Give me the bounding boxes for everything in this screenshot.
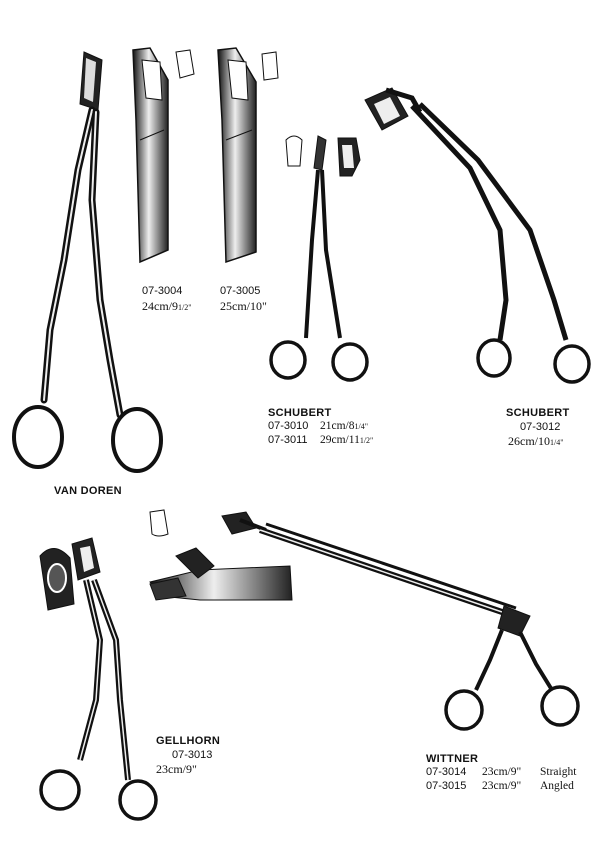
product-code: 07-3012 — [520, 421, 561, 433]
product-size: 25cm/10" — [220, 299, 267, 313]
schubert-forceps-long — [364, 87, 591, 384]
product-size: 24cm/91/2" — [142, 299, 192, 313]
product-3004: 07-3004 24cm/91/2" — [142, 284, 192, 315]
product-code: 07-3013 — [172, 749, 213, 761]
gellhorn-forceps — [39, 537, 158, 821]
product-size: 26cm/101/4" — [508, 434, 564, 448]
product-code: 07-3004 — [142, 285, 183, 297]
jaw-detail-3005 — [217, 47, 279, 264]
product-size: 23cm/9" — [156, 762, 197, 776]
schubert-title: SCHUBERT — [268, 407, 332, 419]
van-doren-title: VAN DOREN — [54, 485, 122, 497]
gellhorn-title: GELLHORN — [156, 735, 221, 747]
product-3005: 07-3005 25cm/10" — [220, 284, 267, 314]
product-code: 07-3005 — [220, 285, 261, 297]
schubert-title-2: SCHUBERT — [506, 407, 570, 419]
schubert-forceps-short — [269, 135, 369, 382]
wittner-title: WITTNER — [426, 753, 479, 765]
wittner-forceps — [221, 511, 580, 731]
gellhorn-tip-detail — [149, 509, 293, 601]
jaw-detail-3004 — [132, 47, 195, 264]
van-doren-forceps — [12, 51, 163, 473]
